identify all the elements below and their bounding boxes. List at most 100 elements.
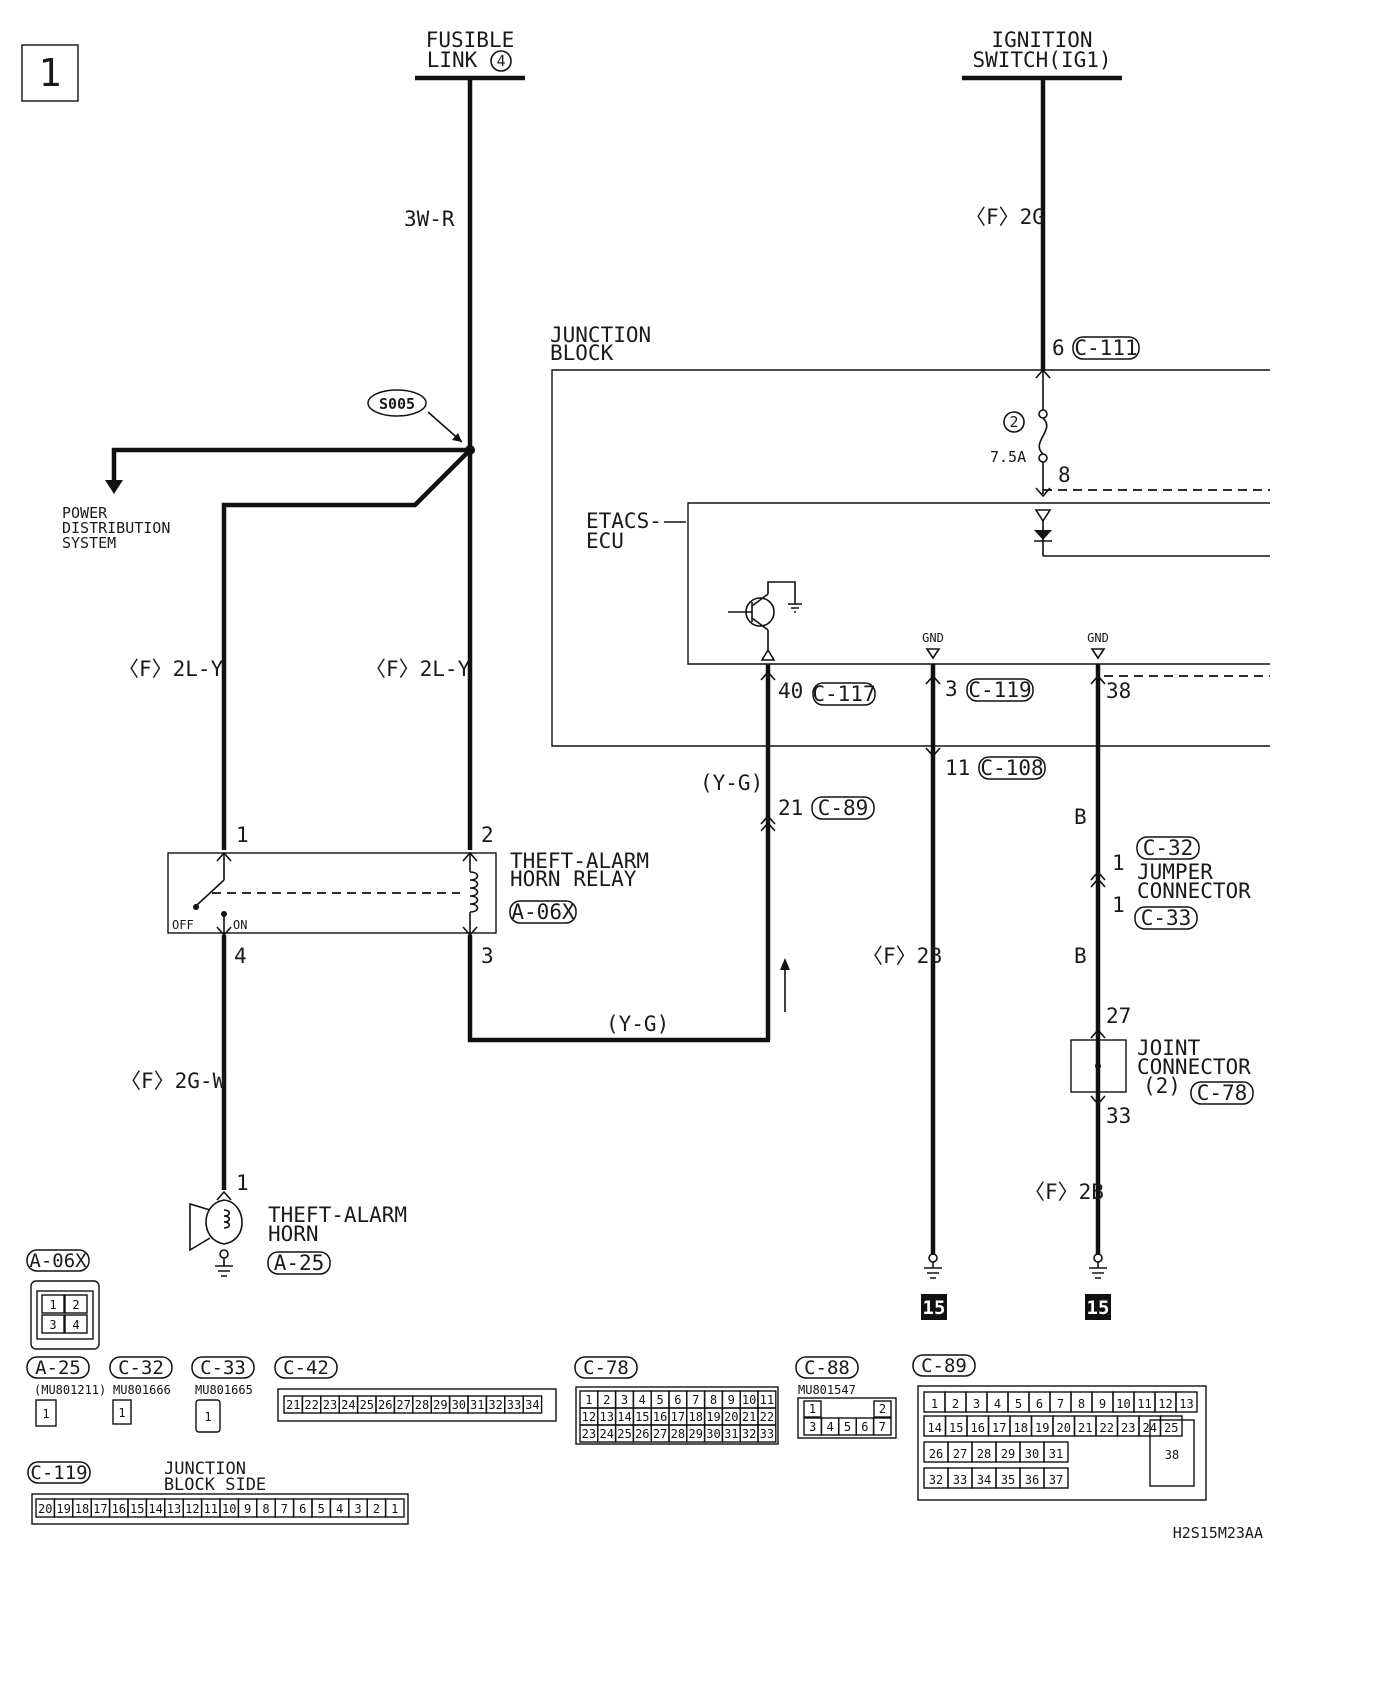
conn-view-c-88-pin: 1 — [809, 1402, 816, 1416]
junction-block-label: JUNCTION — [550, 323, 651, 347]
splice-leader-arrow — [452, 433, 462, 442]
conn-view-c-89-pin: 6 — [1036, 1397, 1043, 1411]
transistor-emitter — [751, 617, 769, 631]
horn-relay-outline — [167, 852, 497, 934]
conn-view-c-89-pin: 25 — [1164, 1421, 1178, 1435]
conn-view-c-89-pin: 31 — [1049, 1447, 1063, 1461]
conn-c-33: C-33 — [1141, 906, 1192, 930]
wire-f2l-y-left — [221, 448, 472, 850]
wire-label-y-g-lower: (Y-G) — [606, 1012, 669, 1036]
conn-view-c-89-pin: 20 — [1057, 1421, 1071, 1435]
conn-view-c-89-label: C-89 — [921, 1355, 967, 1377]
fusible-link-number: 4 — [496, 52, 505, 70]
conn-view-c-89-pin: 3 — [973, 1397, 980, 1411]
ignition-switch-label: IGNITION — [991, 28, 1092, 52]
conn-view-c-42-label-pill — [274, 1356, 338, 1379]
conn-view-c-42-pin: 26 — [378, 1398, 392, 1412]
conn-c-78: C-78 — [1197, 1081, 1248, 1105]
wire-label-f2b-gnd: 〈F〉2B — [862, 944, 942, 968]
fusible-link-label-2: LINK — [427, 48, 478, 72]
conn-view-c-32-pin: 1 — [118, 1406, 125, 1420]
horn-ground-icon — [215, 1258, 233, 1277]
conn-view-c-78-pin: 12 — [582, 1410, 596, 1424]
wire-label-f2b-right: 〈F〉2B — [1024, 1180, 1104, 1204]
conn-a-06x: A-06X — [511, 900, 575, 924]
conn-view-c-119-pin: 14 — [148, 1502, 162, 1516]
conn-view-c-78-pin: 9 — [728, 1393, 735, 1407]
conn-view-c-78-pin: 18 — [688, 1410, 702, 1424]
conn-view-c-89-pin: 13 — [1179, 1397, 1193, 1411]
joint-connector-node — [1095, 1063, 1101, 1069]
horn-pin-marker — [216, 1190, 232, 1201]
conn-view-c-89-pin: 26 — [929, 1447, 943, 1461]
conn-view-c-78-pin: 10 — [742, 1393, 756, 1407]
ground-1-terminal — [928, 1253, 938, 1263]
conn-view-c-78-pin: 25 — [617, 1427, 631, 1441]
conn-view-c-78-pin: 3 — [621, 1393, 628, 1407]
conn-view-c-88-pin: 7 — [879, 1420, 886, 1434]
splice-badge — [367, 389, 427, 417]
conn-view-c-78-pin: 14 — [617, 1410, 631, 1424]
conn-a-25: A-25 — [274, 1251, 325, 1275]
relay-on-label: ON — [233, 918, 247, 932]
conn-c-89: C-89 — [818, 796, 869, 820]
conn-view-c-119-pin: 8 — [262, 1502, 269, 1516]
conn-view-c-78-pin: 20 — [724, 1410, 738, 1424]
conn-view-c-88-pin: 5 — [844, 1420, 851, 1434]
conn-view-c-119-pin: 13 — [167, 1502, 181, 1516]
conn-view-c-89-big-pin: 38 — [1165, 1448, 1179, 1462]
conn-view-c-119-pin: 9 — [244, 1502, 251, 1516]
conn-view-c-78-pin: 23 — [582, 1427, 596, 1441]
ground-2-icon — [1089, 1262, 1107, 1279]
conn-view-c-119-pin: 10 — [222, 1502, 236, 1516]
conn-view-c-88-body — [797, 1397, 897, 1439]
junction-block-outline — [551, 369, 1270, 747]
junction-block-label-2: BLOCK — [550, 341, 614, 365]
conn-view-c-119-pin: 5 — [318, 1502, 325, 1516]
conn-view-c-78-pin: 13 — [599, 1410, 613, 1424]
wire-label-f2g: 〈F〉2G — [965, 205, 1045, 229]
wire-label-y-g-upper: (Y-G) — [700, 771, 763, 795]
conn-view-a-06x-cell — [64, 1294, 88, 1314]
conn-view-c-89-cell — [1043, 1441, 1069, 1463]
jb-pin-40: 40 — [778, 679, 803, 703]
conn-view-c-89-pin: 16 — [971, 1421, 985, 1435]
conn-view-c-119-cell — [384, 1498, 405, 1518]
jb-pin-3: 3 — [945, 677, 958, 701]
jb-pin-3-marker — [925, 674, 941, 685]
conn-view-c-78-cell — [757, 1424, 777, 1443]
wire-y-g-lower — [467, 935, 770, 1043]
conn-c-32: C-32 — [1143, 836, 1194, 860]
wire-label-f2g-w: 〈F〉2G-W — [120, 1069, 226, 1093]
conn-view-c-78-pin: 26 — [635, 1427, 649, 1441]
wire-label-b-upper: B — [1074, 805, 1087, 829]
conn-view-a-25-part: (MU801211) — [34, 1383, 106, 1397]
conn-view-c-32-label: C-32 — [118, 1357, 164, 1379]
gnd-label-2: GND — [1087, 631, 1109, 645]
conn-view-c-89-pin: 7 — [1057, 1397, 1064, 1411]
conn-view-c-88-pin: 4 — [826, 1420, 833, 1434]
conn-view-c-42-pin: 30 — [452, 1398, 466, 1412]
conn-view-c-119-pin: 18 — [75, 1502, 89, 1516]
conn-view-c-89-pin: 9 — [1099, 1397, 1106, 1411]
joint-pin-27: 27 — [1106, 1004, 1131, 1028]
drawing-code: H2S15M23AA — [1173, 1524, 1263, 1542]
conn-view-c-42-label: C-42 — [283, 1357, 329, 1379]
conn-view-c-78-pin: 22 — [760, 1410, 774, 1424]
horn-label: THEFT-ALARM — [268, 1203, 407, 1227]
joint-pin-33-marker — [1090, 1095, 1106, 1106]
conn-view-c-42-pin: 27 — [396, 1398, 410, 1412]
conn-view-c-42-pin: 22 — [304, 1398, 318, 1412]
wire-label-f2l-y-mid: 〈F〉2L-Y — [365, 657, 471, 681]
conn-view-c-42-pin: 34 — [525, 1398, 539, 1412]
conn-view-a-06x-cell — [41, 1314, 65, 1334]
conn-view-c-89-pin: 14 — [928, 1421, 942, 1435]
conn-view-c-89-pin: 30 — [1025, 1447, 1039, 1461]
conn-view-c-42-cell — [522, 1395, 543, 1414]
conn-view-c-88-cell — [803, 1400, 822, 1418]
conn-view-c-88-label: C-88 — [804, 1357, 850, 1379]
conn-view-c-119-pin: 3 — [354, 1502, 361, 1516]
conn-view-c-89-label-pill — [912, 1354, 976, 1377]
relay-off-contact — [193, 904, 199, 910]
conn-view-c-78-pin: 33 — [760, 1427, 774, 1441]
